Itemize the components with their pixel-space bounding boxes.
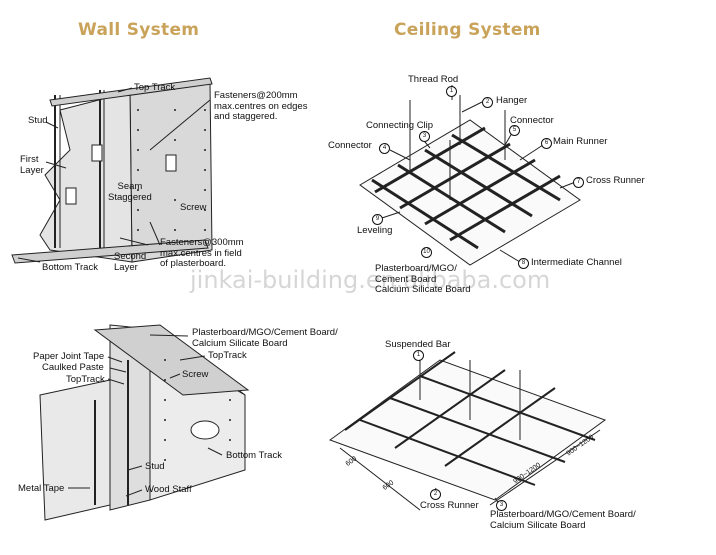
callout-5: 5	[509, 125, 520, 136]
watermark: jinkai-building.en.alibaba.com	[190, 266, 551, 294]
label-seam-staggered: Seam Staggered	[108, 181, 152, 203]
label-connector-right: Connector	[510, 115, 554, 126]
callout-2: 2	[482, 97, 493, 108]
label-screw: Screw	[180, 202, 207, 213]
label-main-runner: Main Runner	[553, 136, 608, 147]
label-connecting-clip: Connecting Clip	[366, 120, 434, 131]
label-board-top: Plasterboard/MGO/ Cement Board Calcium S…	[375, 263, 471, 295]
label-cross-runner-bottom: Cross Runner	[420, 500, 479, 511]
callout-1: 1	[446, 86, 457, 97]
label-bottom-track-bottom: Bottom Track	[226, 450, 282, 461]
label-bottom-track: Bottom Track	[42, 262, 98, 273]
callout-10: 10	[421, 247, 432, 258]
label-connector-left: Connector	[328, 140, 372, 151]
label-metal-tape: Metal Tape	[18, 483, 65, 494]
callout-6: 6	[541, 138, 552, 149]
ceiling-system-top-illustration	[359, 85, 581, 266]
wall-system-heading: Wall System	[78, 20, 200, 40]
label-first-layer: First Layer	[20, 154, 44, 176]
label-suspended-bar: Suspended Bar	[385, 339, 451, 350]
label-fasteners-200: Fasteners@200mm max.centres on edges and…	[214, 90, 308, 122]
label-hanger: Hanger	[496, 95, 528, 106]
label-wood-staff: Wood Staff	[145, 484, 192, 495]
label-leveling: Leveling	[357, 225, 393, 236]
callout-7: 7	[573, 177, 584, 188]
callout-4: 4	[379, 143, 390, 154]
label-toptrack-right: TopTrack	[208, 350, 247, 361]
wall-system-bottom-illustration	[39, 324, 250, 521]
label-screw-bottom: Screw	[182, 369, 209, 380]
ceiling-system-heading: Ceiling System	[394, 20, 541, 40]
callout-9: 9	[372, 214, 383, 225]
label-thread-rod: Thread Rod	[408, 74, 459, 85]
label-toptrack-left: TopTrack	[66, 374, 105, 385]
label-cross-runner-top: Cross Runner	[586, 175, 645, 186]
callout-b1: 1	[413, 350, 424, 361]
label-stud-bottom: Stud	[145, 461, 165, 472]
label-second-layer: Second Layer	[114, 251, 147, 273]
label-fasteners-300: Fasteners@300mm max.centres in field of …	[160, 237, 244, 269]
wall-system-top-illustration	[11, 77, 213, 264]
label-caulked-paste: Caulked Paste	[42, 362, 104, 373]
callout-b3: 3	[496, 500, 507, 511]
label-stud: Stud	[28, 115, 48, 126]
callout-8: 8	[518, 258, 529, 269]
ceiling-system-bottom-illustration	[328, 349, 607, 511]
callout-b2: 2	[430, 489, 441, 500]
label-board-wall-bottom: Plasterboard/MGO/Cement Board/ Calcium S…	[192, 327, 338, 349]
label-top-track: Top Track	[134, 82, 176, 93]
label-intermediate-channel: Intermediate Channel	[531, 257, 622, 268]
label-paper-joint-tape: Paper Joint Tape	[33, 351, 105, 362]
callout-3: 3	[419, 131, 430, 142]
label-board-ceiling-bottom: Plasterboard/MGO/Cement Board/ Calcium S…	[490, 509, 636, 531]
